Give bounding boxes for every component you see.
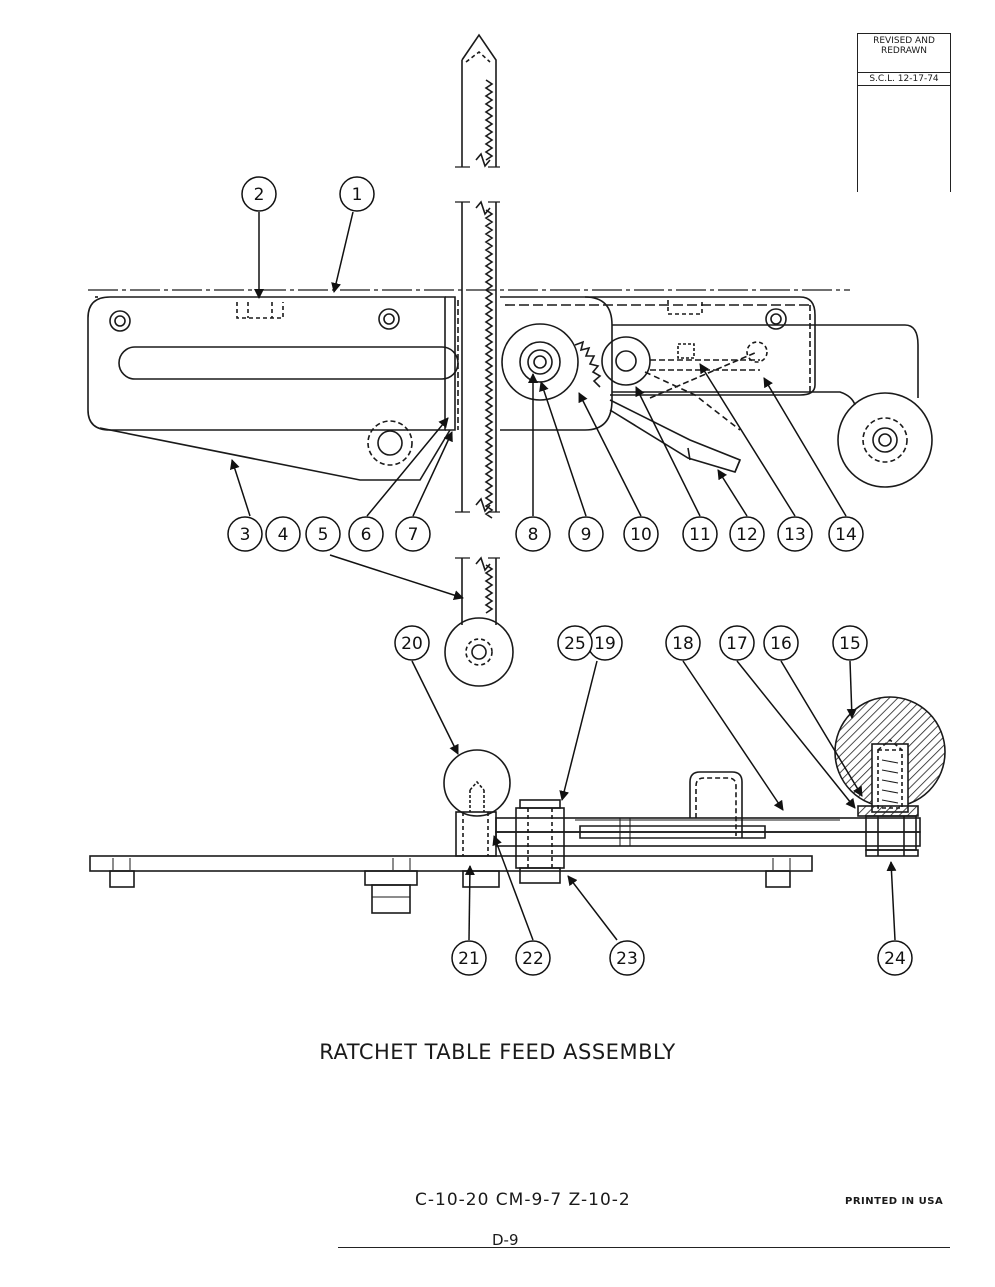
callout-circle-11 <box>682 516 718 552</box>
callout-circle-5 <box>305 516 341 552</box>
rack-bottom <box>444 556 514 687</box>
footer-rule <box>338 1247 950 1248</box>
callout-label-16: 16 <box>770 634 792 654</box>
callout-circle-18 <box>665 625 701 661</box>
pawl-housing <box>500 296 933 488</box>
rack-top <box>455 33 500 168</box>
callout-label-25: 25 <box>564 634 586 654</box>
callout-circle-24 <box>877 940 913 976</box>
table-plate <box>87 289 850 481</box>
callout-label-3: 3 <box>240 525 251 545</box>
callout-circle-1 <box>339 176 375 212</box>
callout-label-14: 14 <box>835 525 857 545</box>
callout-label-17: 17 <box>726 634 748 654</box>
callout-circle-4 <box>265 516 301 552</box>
callout-circle-2 <box>241 176 277 212</box>
callout-circle-22 <box>515 940 551 976</box>
callout-circle-21 <box>451 940 487 976</box>
callout-circle-23 <box>609 940 645 976</box>
callout-circle-8 <box>515 516 551 552</box>
callout-circle-9 <box>568 516 604 552</box>
callout-label-12: 12 <box>736 525 758 545</box>
callout-circle-15 <box>832 625 868 661</box>
callout-label-23: 23 <box>616 949 638 969</box>
callout-label-8: 8 <box>528 525 539 545</box>
page-number: D-9 <box>492 1231 519 1249</box>
callout-label-1: 1 <box>352 185 363 205</box>
callout-label-21: 21 <box>458 949 480 969</box>
revision-block: REVISED AND REDRAWN S.C.L. 12-17-74 <box>857 33 951 192</box>
callout-circle-13 <box>777 516 813 552</box>
callout-circle-20 <box>394 625 430 661</box>
callout-circle-16 <box>763 625 799 661</box>
callout-circle-17 <box>719 625 755 661</box>
leader-lines <box>229 211 897 941</box>
callout-label-5: 5 <box>318 525 329 545</box>
callout-label-13: 13 <box>784 525 806 545</box>
callout-circle-25 <box>557 625 593 661</box>
callout-circle-7 <box>395 516 431 552</box>
callout-label-22: 22 <box>522 949 544 969</box>
revision-date: S.C.L. 12-17-74 <box>858 72 950 86</box>
callout-label-10: 10 <box>630 525 652 545</box>
rack-middle <box>455 200 500 519</box>
callout-label-19: 19 <box>594 634 616 654</box>
side-view <box>89 696 946 914</box>
callout-label-24: 24 <box>884 949 906 969</box>
callout-label-2: 2 <box>254 185 265 205</box>
callout-label-15: 15 <box>839 634 861 654</box>
revision-status: REVISED AND REDRAWN <box>873 36 935 56</box>
callout-circle-14 <box>828 516 864 552</box>
callout-label-9: 9 <box>581 525 592 545</box>
callout-circle-3 <box>227 516 263 552</box>
callout-label-7: 7 <box>408 525 419 545</box>
callout-circle-6 <box>348 516 384 552</box>
callout-label-18: 18 <box>672 634 694 654</box>
callout-label-6: 6 <box>361 525 372 545</box>
model-codes: C-10-20 CM-9-7 Z-10-2 <box>415 1190 631 1210</box>
callout-label-4: 4 <box>278 525 289 545</box>
drawing-title: RATCHET TABLE FEED ASSEMBLY <box>319 1040 676 1064</box>
callout-label-20: 20 <box>401 634 423 654</box>
callout-label-11: 11 <box>689 525 711 545</box>
callout-circle-10 <box>623 516 659 552</box>
printed-notice: PRINTED IN USA <box>845 1196 944 1207</box>
callout-circle-12 <box>729 516 765 552</box>
